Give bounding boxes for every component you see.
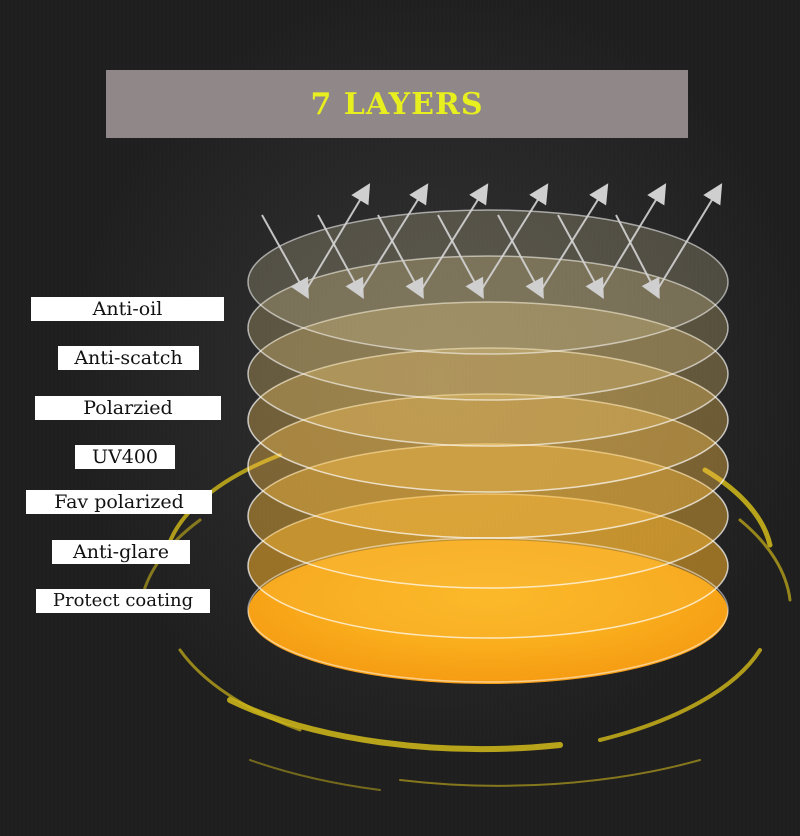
layer-label-uv400: UV400 [75,445,175,469]
title-banner: 7 LAYERS [106,70,688,138]
layer-label-fav-polarized: Fav polarized [26,490,212,514]
layer-label-anti-oil: Anti-oil [31,297,224,321]
layer-label-anti-glare: Anti-glare [52,540,190,564]
reflection-arrows [261,183,723,300]
page-title: 7 LAYERS [310,86,484,122]
layer-label-anti-scratch: Anti-scatch [58,346,199,370]
lens-stack [247,209,729,684]
layer-label-protect-coating: Protect coating [36,589,210,613]
layer-label-polarized: Polarzied [35,396,221,420]
